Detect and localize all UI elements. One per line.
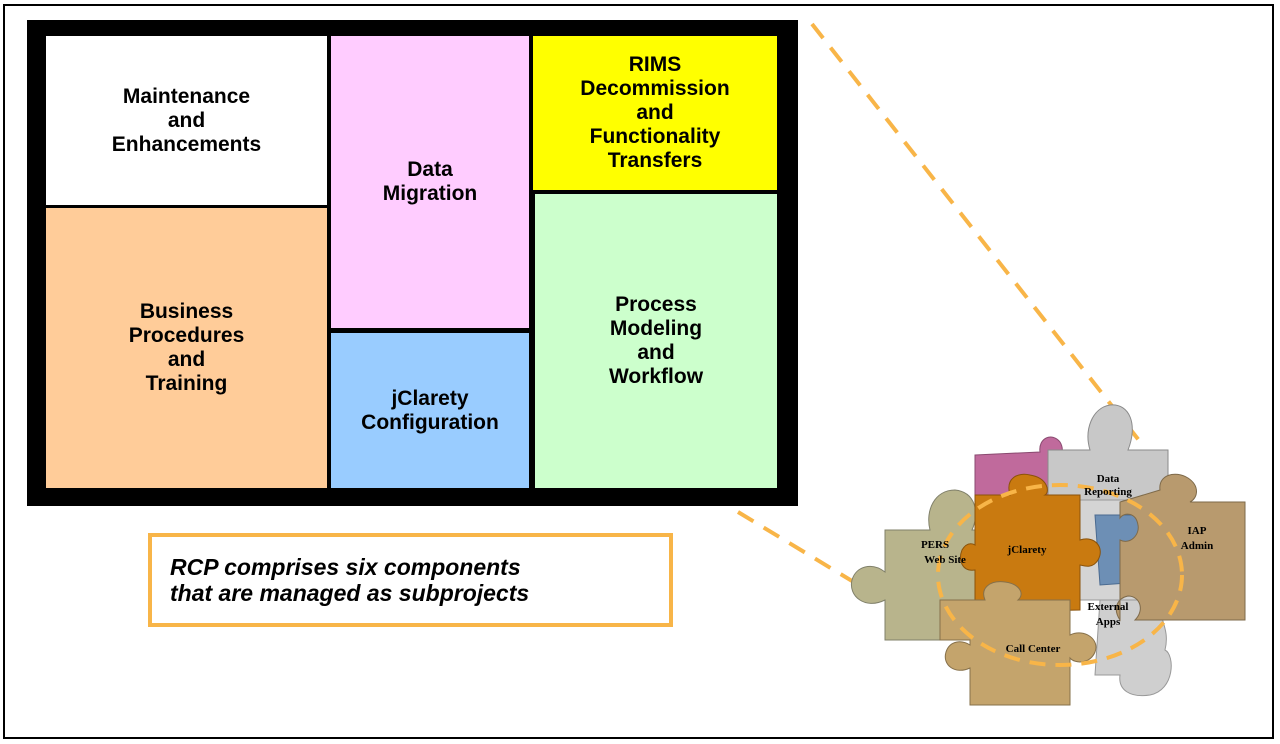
rims-tile: RIMS Decommission and Functionality Tran… bbox=[533, 36, 777, 190]
jclarety-configuration-tile: jClarety Configuration bbox=[331, 333, 529, 488]
business-tile: Business Procedures and Training bbox=[46, 208, 327, 488]
maintenance-tile: Maintenance and Enhancements bbox=[46, 36, 327, 205]
process-modeling-tile: Process Modeling and Workflow bbox=[535, 194, 777, 488]
data-migration-tile: Data Migration bbox=[331, 36, 529, 328]
component-grid: Maintenance and Enhancements Data Migrat… bbox=[27, 20, 798, 506]
caption-box: RCP comprises six components that are ma… bbox=[148, 533, 673, 627]
slide-frame bbox=[3, 4, 1274, 739]
